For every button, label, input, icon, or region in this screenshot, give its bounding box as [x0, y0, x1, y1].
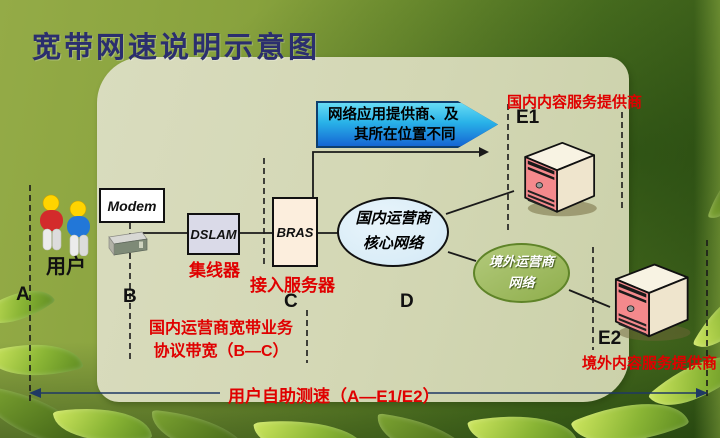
marker-a: A — [16, 284, 30, 305]
marker-d: D — [400, 291, 414, 312]
dslam-box: DSLAM — [187, 213, 240, 255]
overseas-e2-line — [568, 289, 611, 308]
marker-b: B — [123, 286, 137, 307]
speedtest-annotation: 用户自助测速（A—E1/E2） — [228, 387, 440, 406]
core-network-ellipse: 国内运营商 核心网络 — [337, 197, 449, 267]
marker-c: C — [284, 291, 298, 312]
marker-e2: E2 — [598, 328, 622, 349]
bandwidth-line2: 协议带宽（B—C） — [153, 343, 289, 361]
server-e1-icon — [524, 141, 597, 217]
left-arrowhead-icon — [29, 388, 41, 398]
bras-banner-line — [312, 151, 480, 198]
bandwidth-annotation: 国内运营商宽带业务 协议带宽（B—C） — [132, 317, 310, 363]
right-arrowhead-icon — [696, 388, 708, 398]
core-e1-line — [445, 190, 515, 215]
core-network-line1: 国内运营商 — [355, 210, 431, 228]
banner-arrow-body: 网络应用提供商、及 其所在位置不同 — [318, 103, 498, 146]
server-e2-icon — [614, 263, 691, 341]
overseas-network-ellipse: 境外运营商 网络 — [473, 243, 570, 303]
marker-e1: E1 — [516, 107, 540, 128]
banner-text-line2: 其所在位置不同 — [354, 126, 456, 143]
overseas-network-line2: 网络 — [508, 275, 535, 290]
bandwidth-line1: 国内运营商宽带业务 — [148, 320, 293, 337]
e2-caption: 境外内容服务提供商 — [582, 355, 718, 372]
person-blue-icon — [67, 200, 90, 256]
page-title: 宽带网速说明示意图 — [32, 30, 321, 64]
bras-caption: 接入服务器 — [250, 276, 335, 295]
right-arrowhead-icon — [479, 147, 489, 157]
person-red-icon — [40, 194, 63, 251]
banner-arrow: 网络应用提供商、及 其所在位置不同 — [316, 101, 498, 148]
e1-caption: 国内内容服务提供商 — [507, 94, 643, 111]
bras-box: BRAS — [272, 197, 318, 267]
dslam-caption: 集线器 — [189, 261, 240, 280]
overseas-network-line1: 境外运营商 — [488, 254, 554, 270]
users-icon — [40, 194, 90, 256]
core-overseas-line — [447, 251, 477, 262]
modem-device-icon — [108, 231, 148, 257]
banner-text-line1: 网络应用提供商、及 — [328, 106, 459, 123]
core-network-line2: 核心网络 — [362, 235, 423, 252]
modem-box: Modem — [99, 188, 165, 223]
user-label: 用户 — [46, 256, 86, 278]
